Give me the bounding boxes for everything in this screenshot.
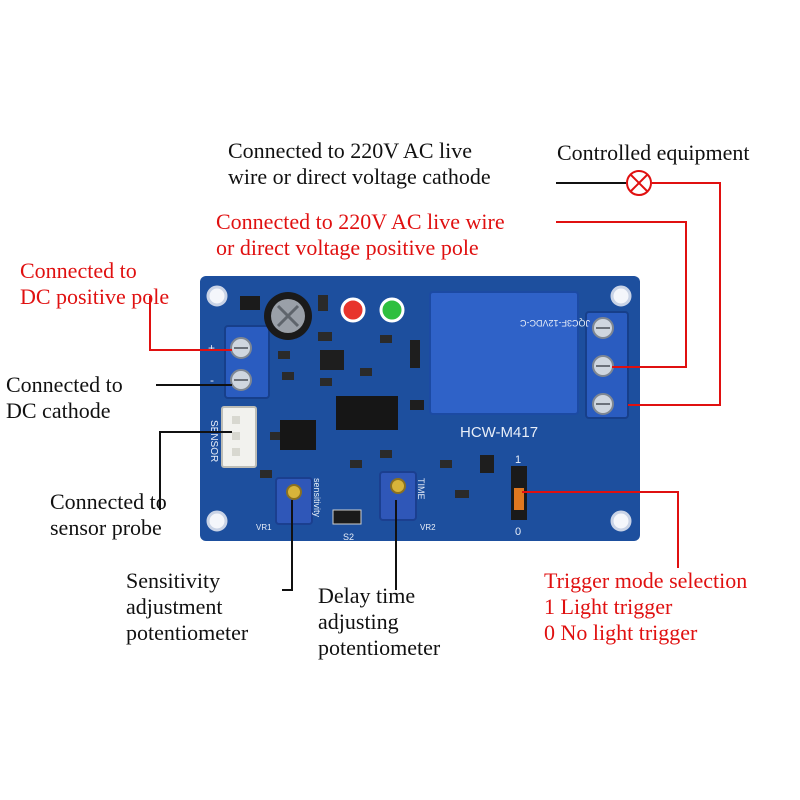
callout-dc-positive: Connected to DC positive pole [20,258,170,309]
callout-controlled-equipment: Controlled equipment [557,140,750,165]
callout-line-ac-positive [556,221,687,368]
callout-sensor-probe: Connected to sensor probe [50,489,167,540]
callout-dc-cathode: Connected to DC cathode [6,372,123,423]
mounting-hole [610,285,632,307]
sensitivity-potentiometer [275,477,313,525]
dc-minus-silk: - [210,373,214,387]
jumper-1-silk: 1 [515,454,521,466]
callout-line-equipment [628,182,721,406]
delay-potentiometer [379,471,417,521]
callout-line-sensitivity [282,500,293,591]
callout-trigger-mode: Trigger mode selection 1 Light trigger 0… [544,568,748,645]
callout-ac-live-cathode: Connected to 220V AC live wire or direct… [228,138,491,189]
board-model-text: HCW-M417 [460,424,538,441]
relay [429,291,579,415]
sensor-silk: SENSOR [208,420,219,462]
lamp-x-icon [626,170,652,196]
mounting-hole [610,510,632,532]
s2-switch [332,509,362,525]
led-green [379,297,405,323]
mounting-hole [206,510,228,532]
callout-line-trigger [522,491,679,568]
sensitivity-silk: sensitivity [312,478,322,518]
ic-chip [336,396,398,430]
time-silk: TIME [416,478,426,500]
callout-sensitivity-pot: Sensitivity adjustment potentiometer [126,568,249,645]
callout-line-dc-positive [149,296,232,351]
callout-delay-pot: Delay time adjusting potentiometer [318,583,441,660]
vr1-silk: VR1 [256,523,272,532]
diode [240,296,260,310]
callout-line-sensor [159,431,232,510]
jumper-0-silk: 0 [515,526,521,538]
led-red [340,297,366,323]
relay-text-1: JQC3F-12VDC-C [519,318,590,328]
vr2-silk: VR2 [420,523,436,532]
dc-plus-silk: + [208,341,215,355]
mounting-hole [206,285,228,307]
s2-silk: S2 [343,532,354,542]
callout-ac-live-positive: Connected to 220V AC live wire or direct… [216,209,505,260]
ic-chip-small [280,420,316,450]
